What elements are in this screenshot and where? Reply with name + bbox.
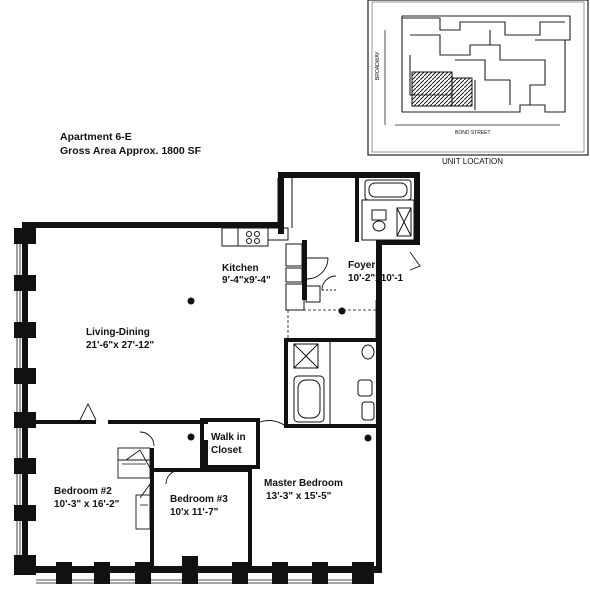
street-left-label: BROADWAY	[375, 51, 381, 80]
living-dining-label: Living-Dining	[86, 327, 150, 338]
walkin-closet-label-line1: Walk in	[211, 432, 246, 443]
living-dining-size: 21'-6"x 27'-12"	[86, 340, 155, 351]
interior-doors	[79, 402, 289, 530]
foyer-doors	[306, 251, 421, 291]
interior-walls	[26, 178, 376, 568]
master-bedroom-size: 13'-3" x 15'-5"	[266, 491, 332, 502]
bedroom-3-label: Bedroom #3	[170, 494, 228, 505]
closet-rods	[122, 463, 148, 506]
kitchen-label: Kitchen	[222, 263, 259, 274]
partition-lines	[287, 300, 377, 340]
gross-area: Gross Area Approx. 1800 SF	[60, 145, 202, 157]
kitchen-size: 9'-4"x9'-4"	[222, 275, 271, 286]
bedroom-2-size: 10'-3" x 16'-2"	[54, 499, 120, 510]
left-windows	[16, 244, 21, 555]
ceiling-lights	[187, 297, 372, 442]
left-window-piers	[14, 228, 36, 575]
bedroom-2-label: Bedroom #2	[54, 486, 112, 497]
kitchen-fixtures	[221, 178, 321, 311]
foyer-size: 10'-2"x10'-1	[348, 273, 404, 284]
unit-location-caption: UNIT LOCATION	[442, 157, 504, 166]
bottom-windows	[36, 579, 352, 584]
master-bedroom-label: Master Bedroom	[264, 478, 343, 489]
walkin-closet-label-line2: Closet	[211, 445, 242, 456]
unit-location-map	[367, 0, 589, 156]
foyer-label: Foyer	[348, 260, 376, 271]
bathroom-middle	[293, 342, 375, 424]
exterior-walls	[22, 172, 420, 573]
bedroom-3-size: 10'x 11'-7"	[170, 507, 219, 518]
street-bottom-label: BOND STREET	[455, 130, 491, 136]
bathroom-top	[361, 179, 415, 241]
bottom-window-piers	[56, 556, 374, 584]
apartment-title: Apartment 6-E	[60, 131, 132, 143]
